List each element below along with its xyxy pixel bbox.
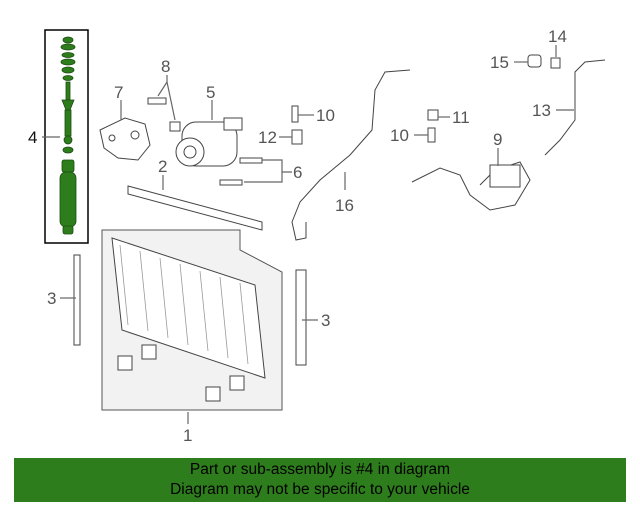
part-13-line[interactable] (544, 59, 606, 156)
callout-10-top: 10 (316, 106, 335, 125)
part-9-hose[interactable] (411, 161, 531, 211)
part-14-cap[interactable] (550, 57, 561, 69)
callout-14: 14 (548, 27, 567, 46)
callout-8: 8 (161, 57, 170, 76)
callout-11: 11 (452, 108, 470, 127)
banner-line-2: Diagram may not be specific to your vehi… (170, 481, 470, 498)
part-10-fitting-top[interactable] (291, 105, 299, 123)
fitment-banner: Part or sub-assembly is #4 in diagram Di… (14, 458, 626, 502)
part-8-bolts[interactable] (147, 97, 181, 132)
parts-diagram: 4 1 2 3 3 (28, 27, 606, 445)
callout-7: 7 (114, 83, 123, 102)
callout-5: 5 (206, 83, 215, 102)
callout-4: 4 (28, 128, 37, 147)
part-3-right-seal[interactable] (295, 269, 307, 366)
callout-3-left: 3 (47, 289, 56, 308)
callout-1: 1 (183, 426, 192, 445)
callout-15: 15 (490, 53, 509, 72)
callout-12: 12 (258, 128, 277, 147)
callout-6: 6 (293, 163, 302, 182)
part-16-line[interactable] (291, 69, 411, 241)
part-7-bracket[interactable] (99, 117, 151, 161)
banner-line-1: Part or sub-assembly is #4 in diagram (189, 461, 451, 478)
callout-9: 9 (493, 130, 502, 149)
callout-2: 2 (158, 157, 167, 176)
callout-10-mid: 10 (390, 126, 409, 145)
callout-3-right: 3 (321, 311, 330, 330)
part-10-fitting-mid[interactable] (427, 127, 436, 143)
part-12-fitting[interactable] (291, 129, 303, 145)
callout-13: 13 (532, 101, 551, 120)
part-1-condenser[interactable] (101, 229, 283, 411)
part-2-seal[interactable] (127, 185, 263, 231)
callout-16: 16 (335, 196, 354, 215)
part-11-cap[interactable] (427, 109, 439, 121)
part-3-left-seal[interactable] (73, 254, 81, 346)
part-15-cap[interactable] (527, 54, 542, 68)
part-5-compressor[interactable] (175, 117, 243, 167)
